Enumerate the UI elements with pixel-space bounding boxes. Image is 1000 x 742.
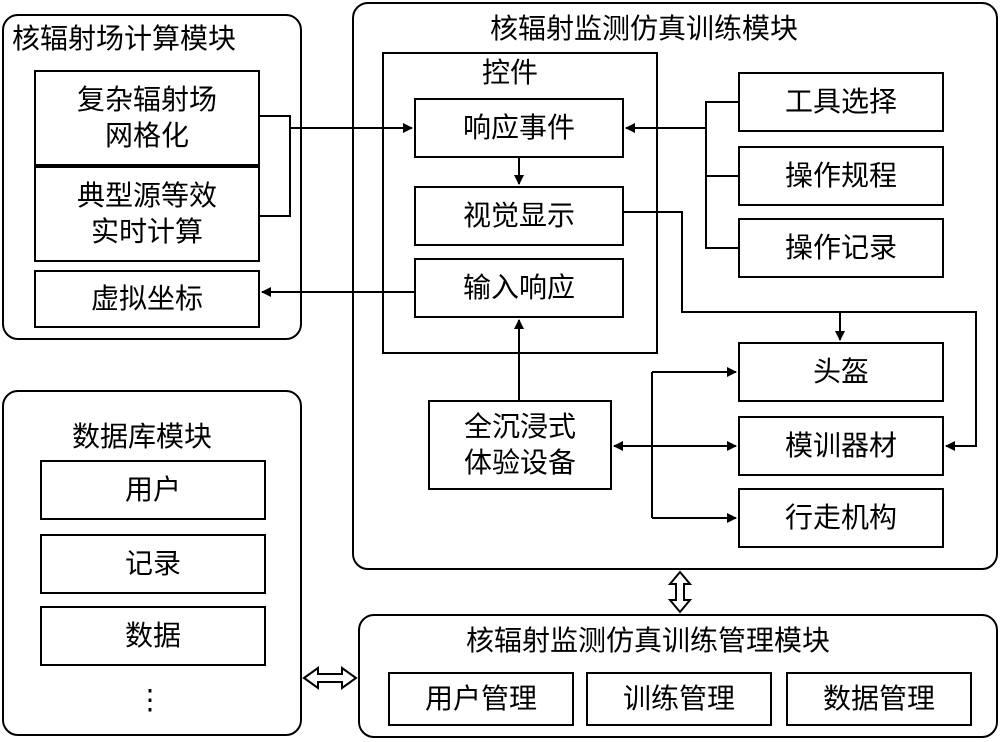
database-module-title: 数据库模块 — [72, 420, 213, 453]
calc-to-event-arrow — [260, 115, 412, 217]
sim-training-module-title: 核辐射监测仿真训练模块 — [490, 12, 799, 45]
procedure-box: 操作规程 — [738, 146, 944, 206]
db-record-box: 记录 — [40, 534, 266, 594]
sim-mgmt-double-arrow — [667, 570, 693, 614]
input-response-box: 输入响应 — [414, 258, 624, 318]
immersive-device-box: 全沉浸式 体验设备 — [428, 400, 612, 490]
virtual-coord-box: 虚拟坐标 — [34, 270, 260, 328]
user-mgmt-box: 用户管理 — [388, 672, 574, 726]
management-module-title: 核辐射监测仿真训练管理模块 — [466, 624, 831, 657]
visual-display-box: 视觉显示 — [414, 186, 624, 246]
mesh-box: 复杂辐射场 网格化 — [34, 70, 260, 166]
tool-select-box: 工具选择 — [738, 72, 944, 132]
source-calc-box: 典型源等效 实时计算 — [34, 166, 260, 262]
db-more-ellipsis: ⋮ — [136, 683, 164, 716]
helmet-box: 头盔 — [738, 342, 944, 402]
db-user-box: 用户 — [40, 460, 266, 520]
tools-bus — [705, 101, 738, 249]
operation-record-box: 操作记录 — [738, 218, 944, 278]
response-event-box: 响应事件 — [414, 98, 624, 158]
db-mgmt-double-arrow — [302, 666, 358, 690]
db-data-box: 数据 — [40, 606, 266, 666]
data-mgmt-box: 数据管理 — [786, 672, 972, 726]
radiation-field-module-title: 核辐射场计算模块 — [12, 22, 237, 55]
training-equipment-box: 模训器材 — [738, 416, 944, 476]
control-group-title: 控件 — [482, 56, 539, 89]
training-mgmt-box: 训练管理 — [586, 672, 772, 726]
display-to-helmet-arrow — [624, 211, 845, 341]
walking-mechanism-box: 行走机构 — [738, 488, 944, 548]
display-to-equipment-arrow — [682, 311, 977, 451]
